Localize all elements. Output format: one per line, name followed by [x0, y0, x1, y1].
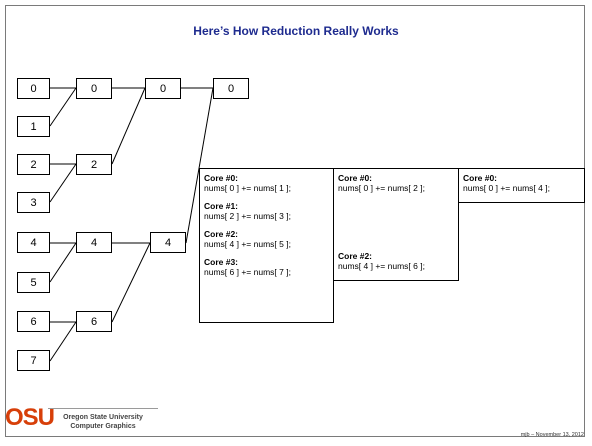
step-2-core-label: Core #0:: [338, 173, 373, 183]
step-3-code: nums[ 0 ] += nums[ 4 ];: [463, 183, 550, 193]
step-2-core-label: Core #2:: [338, 251, 373, 261]
input-node-3: 3: [17, 192, 50, 213]
level1-node-6: 6: [76, 311, 112, 332]
step-3-core-label: Core #0:: [463, 173, 498, 183]
step-1-code: nums[ 0 ] += nums[ 1 ];: [204, 183, 291, 193]
step-1-core-label: Core #2:: [204, 229, 239, 239]
step-1-code: nums[ 4 ] += nums[ 5 ];: [204, 239, 291, 249]
input-node-4: 4: [17, 232, 50, 253]
input-node-1: 1: [17, 116, 50, 137]
osu-logo: OSU: [5, 404, 55, 431]
logo-university: Oregon State University: [63, 414, 143, 421]
input-node-6: 6: [17, 311, 50, 332]
step-1-code: nums[ 2 ] += nums[ 3 ];: [204, 211, 291, 221]
wire-1-to-0: [49, 87, 77, 127]
slide-frame: [5, 5, 585, 437]
input-node-7: 7: [17, 350, 50, 371]
input-node-0: 0: [17, 78, 50, 99]
wire-7-to-6: [49, 321, 77, 362]
input-node-2: 2: [17, 154, 50, 175]
level1-node-0: 0: [76, 78, 112, 99]
slide-title: Here’s How Reduction Really Works: [193, 24, 399, 38]
step-1-box: Core #0: nums[ 0 ] += nums[ 1 ]; Core #1…: [199, 168, 334, 323]
input-node-5: 5: [17, 272, 50, 293]
step-3-box: Core #0: nums[ 0 ] += nums[ 4 ];: [458, 168, 585, 203]
level3-node-0: 0: [213, 78, 249, 99]
step-1-core-label: Core #3:: [204, 257, 239, 267]
step-2-box: Core #0: nums[ 0 ] += nums[ 2 ]; Core #2…: [333, 168, 459, 281]
level2-node-0: 0: [145, 78, 181, 99]
logo-text: Oregon State University Computer Graphic…: [48, 413, 158, 431]
wire-l1-6-to-l2-4: [111, 242, 151, 323]
wire-l1-2-to-l2-0: [111, 87, 146, 165]
step-1-code: nums[ 6 ] += nums[ 7 ];: [204, 267, 291, 277]
wire-3-to-2: [49, 163, 77, 203]
wire-l2-4-to-l3-0: [185, 87, 214, 244]
step-1-core-label: Core #0:: [204, 173, 239, 183]
level1-node-4: 4: [76, 232, 112, 253]
slide-footer: mjb – November 13, 2012: [520, 432, 584, 438]
wire-5-to-4: [49, 242, 77, 283]
step-2-code: nums[ 4 ] += nums[ 6 ];: [338, 261, 425, 271]
level1-node-2: 2: [76, 154, 112, 175]
logo-department: Computer Graphics: [70, 423, 136, 430]
logo-divider: [48, 408, 158, 409]
step-2-code: nums[ 0 ] += nums[ 2 ];: [338, 183, 425, 193]
level2-node-4: 4: [150, 232, 186, 253]
step-1-core-label: Core #1:: [204, 201, 239, 211]
